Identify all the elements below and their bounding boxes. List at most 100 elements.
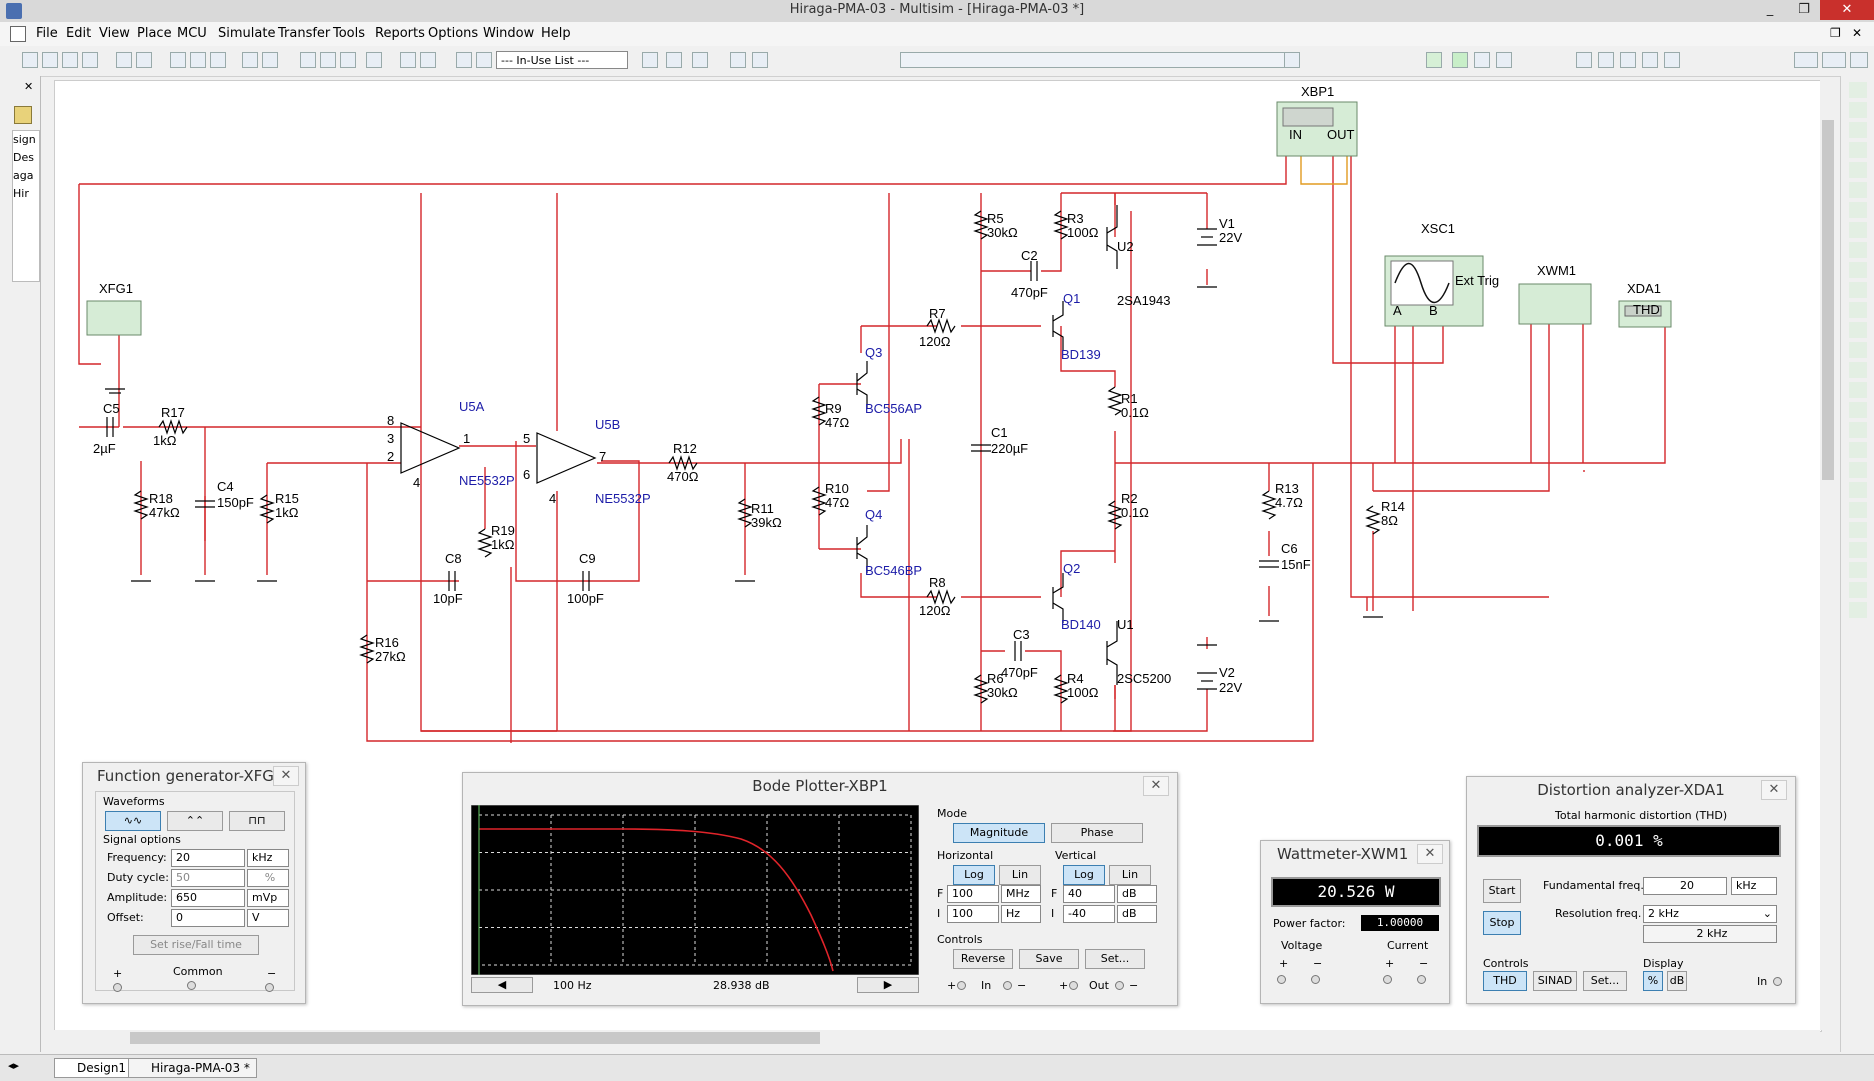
erc-icon[interactable] (642, 52, 658, 68)
fg-common-terminal[interactable] (187, 981, 196, 990)
tab-hiraga-pma-03[interactable]: Hiraga-PMA-03 * (128, 1058, 257, 1078)
print-icon[interactable] (116, 52, 132, 68)
set-button[interactable]: Set... (1583, 971, 1627, 991)
play-icon[interactable] (1452, 52, 1468, 68)
menu-file[interactable]: File (36, 26, 58, 41)
instrument-toolbar-icon[interactable] (1794, 52, 1818, 68)
menu-options[interactable]: Options (428, 26, 479, 41)
magnitude-button[interactable]: Magnitude (953, 823, 1045, 843)
full-screen-icon[interactable] (1664, 52, 1680, 68)
forward-annotate-icon[interactable] (692, 52, 708, 68)
v-initial-input[interactable]: -40 (1063, 905, 1115, 923)
fundamental-freq-unit[interactable]: kHz (1731, 877, 1777, 895)
horizontal-scrollbar[interactable] (54, 1030, 1820, 1046)
h-log-button[interactable]: Log (953, 865, 995, 885)
tree-item[interactable]: aga (13, 169, 34, 182)
in-minus-terminal[interactable] (1003, 981, 1012, 990)
amplitude-input[interactable]: 650 (171, 889, 245, 907)
square-wave-button[interactable]: ⊓⊓ (229, 811, 285, 831)
duty-cycle-unit[interactable]: % (247, 869, 289, 887)
close-button[interactable]: ✕ (1820, 0, 1874, 20)
menu-tools[interactable]: Tools (333, 26, 366, 41)
new-icon[interactable] (22, 52, 38, 68)
fg-minus-terminal[interactable] (265, 983, 274, 992)
v-lin-button[interactable]: Lin (1109, 865, 1151, 885)
scroll-thumb[interactable] (130, 1032, 820, 1044)
menu-window[interactable]: Window (483, 26, 535, 41)
toolbox-tree[interactable]: sign Des aga Hir (12, 130, 40, 282)
vertical-scrollbar[interactable] (1820, 80, 1836, 1030)
fundamental-freq-input[interactable]: 20 (1643, 877, 1727, 895)
find-examples-icon[interactable] (730, 52, 746, 68)
spreadsheet-icon[interactable] (320, 52, 336, 68)
instrument-toolbar-icon-2[interactable] (1822, 52, 1846, 68)
print-preview-icon[interactable] (136, 52, 152, 68)
menu-reports[interactable]: Reports (375, 26, 425, 41)
stop-button[interactable]: Stop (1483, 911, 1521, 935)
frequency-input[interactable]: 20 (171, 849, 245, 867)
voltage-plus-terminal[interactable] (1277, 975, 1286, 984)
offset-input[interactable]: 0 (171, 909, 245, 927)
close-icon[interactable]: ✕ (273, 766, 299, 786)
menu-transfer[interactable]: Transfer (278, 26, 331, 41)
menu-mcu[interactable]: MCU (177, 26, 207, 41)
v-log-button[interactable]: Log (1063, 865, 1105, 885)
zoom-out-icon[interactable] (1598, 52, 1614, 68)
set-button[interactable]: Set... (1085, 949, 1145, 969)
tab-scroll-left[interactable]: ◂▸ (8, 1059, 20, 1072)
set-rise-fall-button[interactable]: Set rise/Fall time (133, 935, 259, 955)
v-initial-unit[interactable]: dB (1117, 905, 1157, 923)
panel-close-icon[interactable]: ✕ (24, 80, 34, 93)
sinad-button[interactable]: SINAD (1533, 971, 1577, 991)
h-initial-unit[interactable]: Hz (1001, 905, 1041, 923)
toggle-panel-icon[interactable] (300, 52, 316, 68)
help-icon[interactable] (752, 52, 768, 68)
instrument-toolbar-icon-3[interactable] (1850, 52, 1868, 68)
stop-icon[interactable] (1496, 52, 1512, 68)
menu-place[interactable]: Place (137, 26, 172, 41)
back-annotate-icon[interactable] (666, 52, 682, 68)
probe-icon[interactable] (1284, 52, 1300, 68)
in-plus-terminal[interactable] (957, 981, 966, 990)
frequency-unit[interactable]: kHz (247, 849, 289, 867)
zoom-area-icon[interactable] (1620, 52, 1636, 68)
redo-icon[interactable] (262, 52, 278, 68)
minimize-button[interactable]: _ (1766, 2, 1774, 17)
h-final-input[interactable]: 100 (947, 885, 999, 903)
pause-icon[interactable] (1474, 52, 1490, 68)
v-final-input[interactable]: 40 (1063, 885, 1115, 903)
current-minus-terminal[interactable] (1417, 975, 1426, 984)
save-icon[interactable] (82, 52, 98, 68)
tree-item[interactable]: Hir (13, 187, 29, 200)
h-initial-input[interactable]: 100 (947, 905, 999, 923)
cursor-right-button[interactable]: ▶ (857, 977, 919, 993)
close-icon[interactable]: ✕ (1761, 780, 1787, 800)
reverse-button[interactable]: Reverse (953, 949, 1013, 969)
menu-view[interactable]: View (99, 26, 130, 41)
save-button[interactable]: Save (1019, 949, 1079, 969)
fg-plus-terminal[interactable] (113, 983, 122, 992)
run-icon[interactable] (1426, 52, 1442, 68)
menu-simulate[interactable]: Simulate (218, 26, 276, 41)
copy-icon[interactable] (190, 52, 206, 68)
doc-close-button[interactable]: ✕ (1852, 26, 1863, 40)
close-icon[interactable]: ✕ (1417, 844, 1443, 864)
db-button[interactable]: dB (1667, 971, 1687, 991)
h-final-unit[interactable]: MHz (1001, 885, 1041, 903)
menu-edit[interactable]: Edit (66, 26, 92, 41)
thd-button[interactable]: THD (1483, 971, 1527, 991)
component-toolbar-icon[interactable] (900, 52, 1300, 68)
in-terminal[interactable] (1773, 977, 1782, 986)
out-plus-terminal[interactable] (1069, 981, 1078, 990)
restore-button[interactable]: ❐ (1798, 2, 1810, 17)
zoom-sheet-icon[interactable] (1642, 52, 1658, 68)
sine-wave-button[interactable]: ∿∿ (105, 811, 161, 831)
h-lin-button[interactable]: Lin (999, 865, 1041, 885)
v-final-unit[interactable]: dB (1117, 885, 1157, 903)
zoom-in-icon[interactable] (1576, 52, 1592, 68)
out-minus-terminal[interactable] (1115, 981, 1124, 990)
postprocessor-icon[interactable] (400, 52, 416, 68)
cursor-left-button[interactable]: ◀ (471, 977, 533, 993)
open-icon[interactable] (42, 52, 58, 68)
tab-design1[interactable]: Design1 (54, 1058, 134, 1078)
